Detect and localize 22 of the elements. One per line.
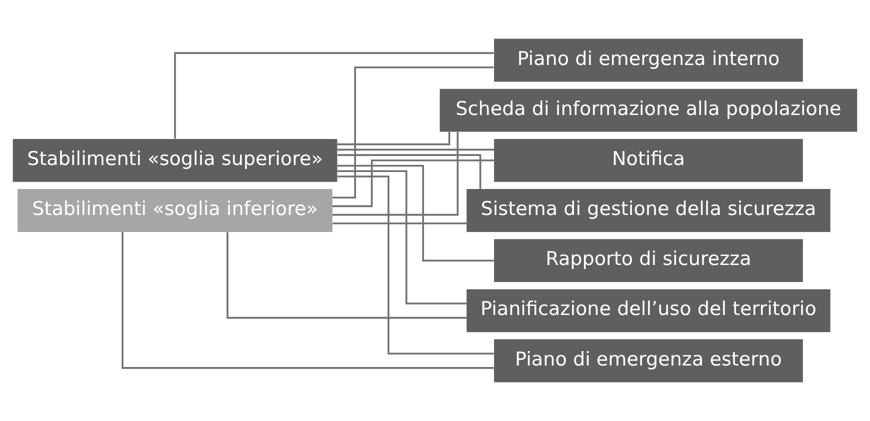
node-box: Piano di emergenza interno [494, 38, 803, 82]
connector [332, 222, 467, 224]
node-box: Stabilimenti «soglia superiore» [12, 138, 338, 182]
connector [332, 160, 494, 208]
connector [332, 132, 459, 216]
connector [332, 66, 494, 199]
connector [337, 176, 494, 354]
connector [337, 164, 494, 262]
node-box: Scheda di informazione alla popolazione [440, 88, 858, 132]
connector [338, 154, 482, 189]
node-box: Rapporto di sicurezza [494, 239, 803, 282]
connector [337, 132, 450, 146]
connector [337, 148, 494, 151]
connector [226, 232, 467, 319]
connector [122, 232, 494, 369]
node-box: Sistema di gestione della sicurezza [466, 189, 830, 232]
node-box: Piano di emergenza esterno [494, 339, 803, 382]
node-box: Stabilimenti «soglia inferiore» [18, 189, 332, 232]
connector [337, 170, 467, 304]
node-box: Notifica [494, 138, 803, 182]
node-box: Pianificazione dell’uso del territorio [466, 289, 830, 332]
connector [174, 52, 494, 139]
